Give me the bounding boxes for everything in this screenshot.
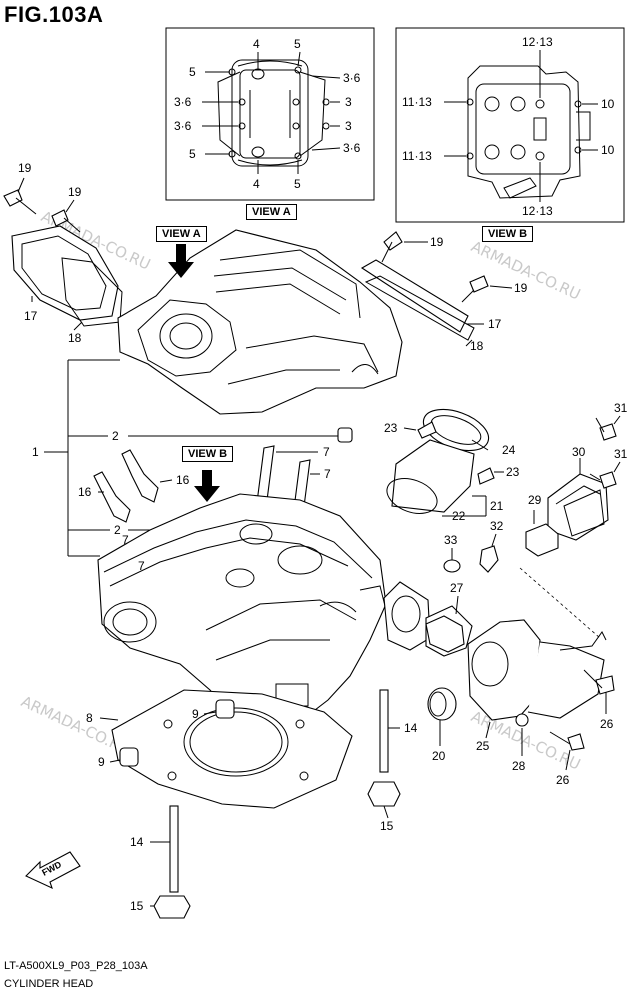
- view-a-label-3-right-2: 3: [345, 119, 352, 133]
- view-b-leaders: [444, 50, 598, 202]
- callout-7-a: 7: [323, 445, 330, 459]
- callout-7-c: 7: [122, 533, 129, 547]
- callout-27: 27: [450, 581, 464, 595]
- callout-28: 28: [512, 759, 526, 773]
- view-b-label-12-13-bottom: 12·13: [522, 204, 553, 218]
- callout-14-right: 14: [404, 721, 418, 735]
- fwd-arrow: FWD: [25, 851, 81, 890]
- callout-16-right: 16: [176, 473, 190, 487]
- callout-7-d: 7: [138, 559, 145, 573]
- callout-8: 8: [86, 711, 93, 725]
- view-b-label-10-lower: 10: [601, 143, 615, 157]
- view-a-label-3-6-left-2: 3·6: [174, 119, 192, 133]
- thermostat-housing-drawing: [383, 581, 607, 721]
- callout-33: 33: [444, 533, 458, 547]
- view-b-pointer-label: VIEW B: [182, 446, 234, 462]
- view-a-label-5-top-right: 5: [294, 37, 301, 51]
- view-b-arrow: [194, 470, 220, 502]
- intake-pipe-drawing: [386, 408, 495, 514]
- valve-cover-drawing: [117, 229, 403, 415]
- callout-23-lower: 23: [506, 465, 520, 479]
- view-a-inset: 4 5 5 3·6 3·6 3 3·6 3 5 3·6 4 5: [165, 27, 375, 201]
- view-a-label-4-top: 4: [253, 37, 260, 51]
- callout-31-lower: 31: [614, 447, 628, 461]
- view-a-label-3-6-lower-right: 3·6: [343, 141, 361, 155]
- callout-19-left: 19: [68, 185, 82, 199]
- cylinder-head-drawing: [97, 493, 387, 727]
- callout-22: 22: [452, 509, 466, 523]
- bracket-group: [525, 417, 617, 557]
- view-a-label-5-lower-left: 5: [189, 147, 196, 161]
- callout-26-upper: 26: [600, 717, 614, 731]
- callout-17-right: 17: [488, 317, 502, 331]
- view-a-label-4-bottom: 4: [253, 177, 260, 191]
- view-a-caption: VIEW A: [246, 204, 297, 220]
- view-a-arrow: [168, 244, 194, 278]
- view-b-head-top-drawing: [466, 65, 591, 199]
- callout-1: 1: [32, 445, 39, 459]
- callout-18-right: 18: [470, 339, 484, 353]
- view-b-label-11-13-lower: 11·13: [402, 149, 432, 163]
- callout-7-b: 7: [324, 467, 331, 481]
- view-b-caption: VIEW B: [482, 226, 534, 242]
- callout-18-left: 18: [68, 331, 82, 345]
- callout-19-right: 19: [514, 281, 528, 295]
- callout-2-lower: 2: [114, 523, 121, 537]
- view-a-pointer-label: VIEW A: [156, 226, 207, 242]
- figure-title: FIG.103A: [4, 2, 104, 27]
- callout-31-upper: 31: [614, 401, 628, 415]
- callout-2-upper: 2: [112, 429, 119, 443]
- callout-9-upper: 9: [192, 707, 199, 721]
- left-side-cover-group: [3, 189, 123, 327]
- callout-9-lower: 9: [98, 755, 105, 769]
- footer-code: LT-A500XL9_P03_P28_103A: [4, 960, 148, 972]
- callout-29: 29: [528, 493, 542, 507]
- callout-26-lower: 26: [556, 773, 570, 787]
- footer-name: CYLINDER HEAD: [4, 978, 94, 990]
- view-a-leaders: [202, 51, 341, 174]
- view-a-label-3-right-1: 3: [345, 95, 352, 109]
- callout-16-left: 16: [78, 485, 92, 499]
- view-a-label-3-6-upper-right: 3·6: [343, 71, 361, 85]
- view-b-label-10-upper: 10: [601, 97, 615, 111]
- view-a-label-5-upper-left: 5: [189, 65, 196, 79]
- callout-17-left: 17: [24, 309, 38, 323]
- view-a-label-5-bottom: 5: [294, 177, 301, 191]
- callout-23-upper: 23: [384, 421, 398, 435]
- callout-15-left: 15: [130, 899, 144, 913]
- callout-19-far-left: 19: [18, 161, 32, 175]
- view-a-label-3-6-left-1: 3·6: [174, 95, 192, 109]
- callout-24: 24: [502, 443, 516, 457]
- callout-32: 32: [490, 519, 504, 533]
- callout-numbers: 1 2 2 7 7 7 7 8 9 9 14 14 15 15 16 16 17…: [18, 161, 628, 913]
- callout-15-right: 15: [380, 819, 394, 833]
- view-b-inset: 12·13 11·13 10 11·13 10 12·13: [395, 27, 625, 223]
- callout-25: 25: [476, 739, 490, 753]
- studs: [169, 689, 389, 893]
- callout-14-left: 14: [130, 835, 144, 849]
- head-gasket-drawing: [111, 689, 353, 809]
- view-b-label-12-13-top: 12·13: [522, 35, 553, 49]
- callout-20: 20: [432, 749, 446, 763]
- right-side-plate-group: [360, 231, 489, 341]
- callout-21: 21: [490, 499, 504, 513]
- spark-plugs: [93, 449, 159, 523]
- callout-30: 30: [572, 445, 586, 459]
- view-b-label-11-13-upper: 11·13: [402, 95, 432, 109]
- callout-19-upper-right: 19: [430, 235, 444, 249]
